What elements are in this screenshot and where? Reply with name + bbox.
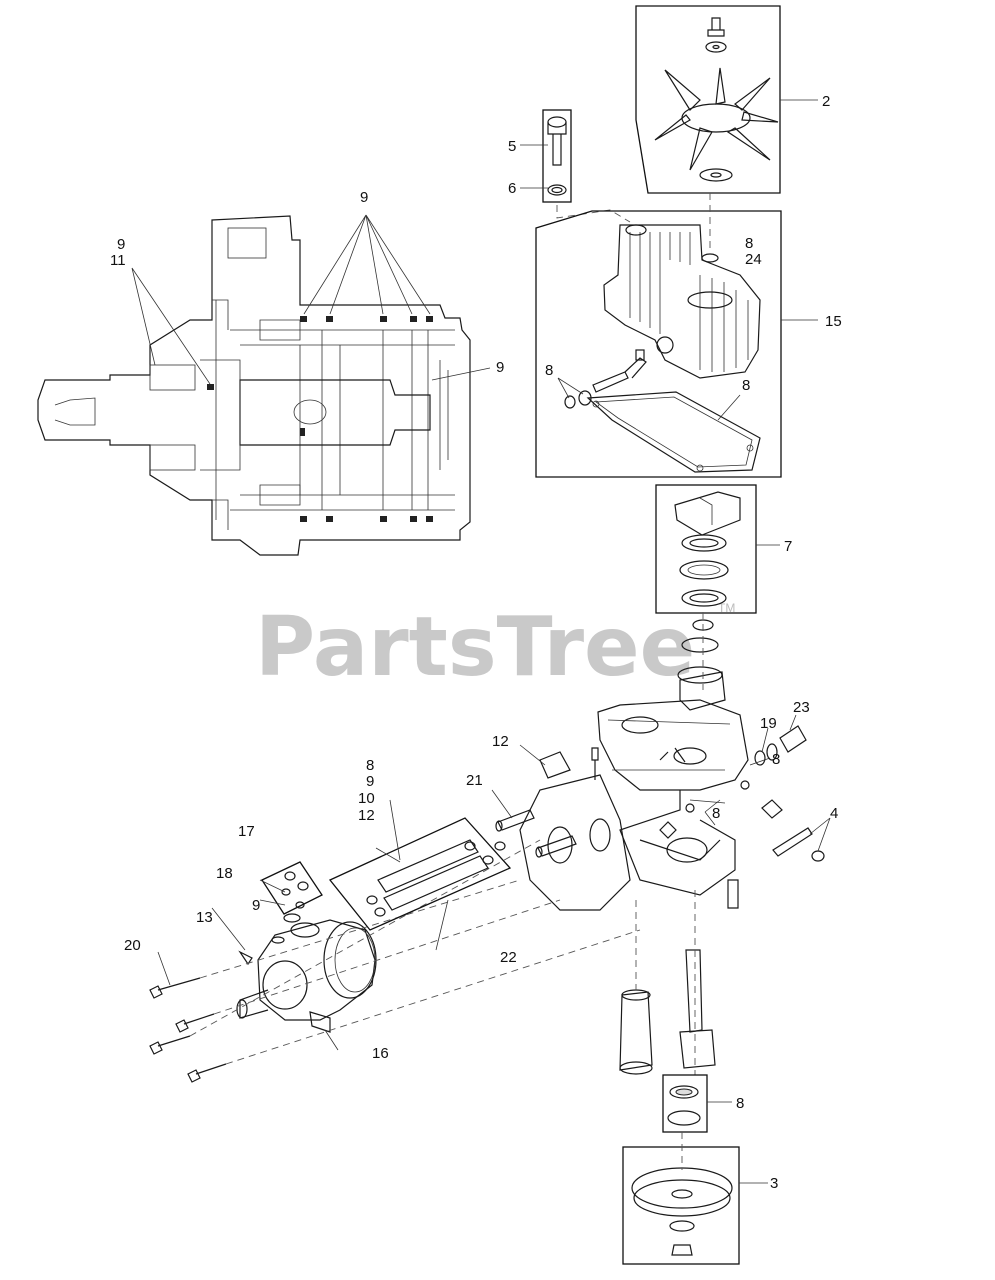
bolts: [149, 839, 641, 1083]
section-leaders: [131, 214, 491, 385]
callout-18: 18: [216, 865, 233, 882]
callout-8-gasket: 8: [742, 377, 750, 394]
callout-22: 22: [500, 949, 517, 966]
callout-9-right: 9: [496, 359, 504, 376]
callout-15: 15: [825, 313, 842, 330]
callout-19: 19: [760, 715, 777, 732]
end-cap-housing: [495, 744, 631, 911]
watermark-trademark: TM: [718, 601, 735, 615]
motor-assembly: [236, 913, 377, 1033]
watermark-text: PartsTree: [255, 600, 695, 695]
valve-fittings: [749, 714, 807, 819]
callout-21: 21: [466, 772, 483, 789]
callout-11: 11: [110, 252, 126, 269]
callout-8-valve: 8: [772, 751, 780, 768]
callout-20: 20: [124, 937, 141, 954]
callout-12: 12: [492, 733, 509, 750]
cylinder-block: [677, 612, 726, 711]
callout-10-kit: 10: [358, 790, 375, 807]
filter-and-shaft: [619, 890, 716, 1075]
callout-labels: 2 3 4 5 6 7 8 24 15 8 8 9 9 11 9 8 9 10 …: [110, 93, 842, 1192]
lower-bearing-box: [662, 1074, 732, 1133]
housing-cover-assembly: [535, 193, 818, 478]
callout-9-left: 9: [117, 236, 125, 253]
callout-16: 16: [372, 1045, 389, 1062]
dipstick-assembly: [520, 109, 631, 223]
fan-assembly: [635, 5, 818, 194]
bypass-lever: [772, 817, 831, 862]
kit-boxes: [259, 799, 512, 931]
callout-9-small: 9: [252, 897, 260, 914]
callout-8-seals: 8: [545, 362, 553, 379]
callout-5: 5: [508, 138, 516, 155]
callout-6: 6: [508, 180, 516, 197]
callout-8-center: 8: [712, 805, 720, 822]
callout-23: 23: [793, 699, 810, 716]
center-housing: [591, 699, 750, 909]
transmission-section-view: [37, 215, 471, 556]
callout-8-cover: 8: [745, 235, 753, 252]
callout-12-kit: 12: [358, 807, 375, 824]
callout-13: 13: [196, 909, 213, 926]
pulley-box: [622, 1132, 768, 1265]
callout-9-top: 9: [360, 189, 368, 206]
callout-7: 7: [784, 538, 792, 555]
callout-8-kit: 8: [366, 757, 374, 774]
callout-4: 4: [830, 805, 838, 822]
callout-8-bearing: 8: [736, 1095, 744, 1112]
callout-9-kit: 9: [366, 773, 374, 790]
callout-24: 24: [745, 251, 762, 268]
callout-3: 3: [770, 1175, 778, 1192]
lower-leaders: [157, 789, 513, 1051]
bearing-assembly-box: [655, 484, 780, 614]
callout-17: 17: [238, 823, 255, 840]
callout-2: 2: [822, 93, 830, 110]
